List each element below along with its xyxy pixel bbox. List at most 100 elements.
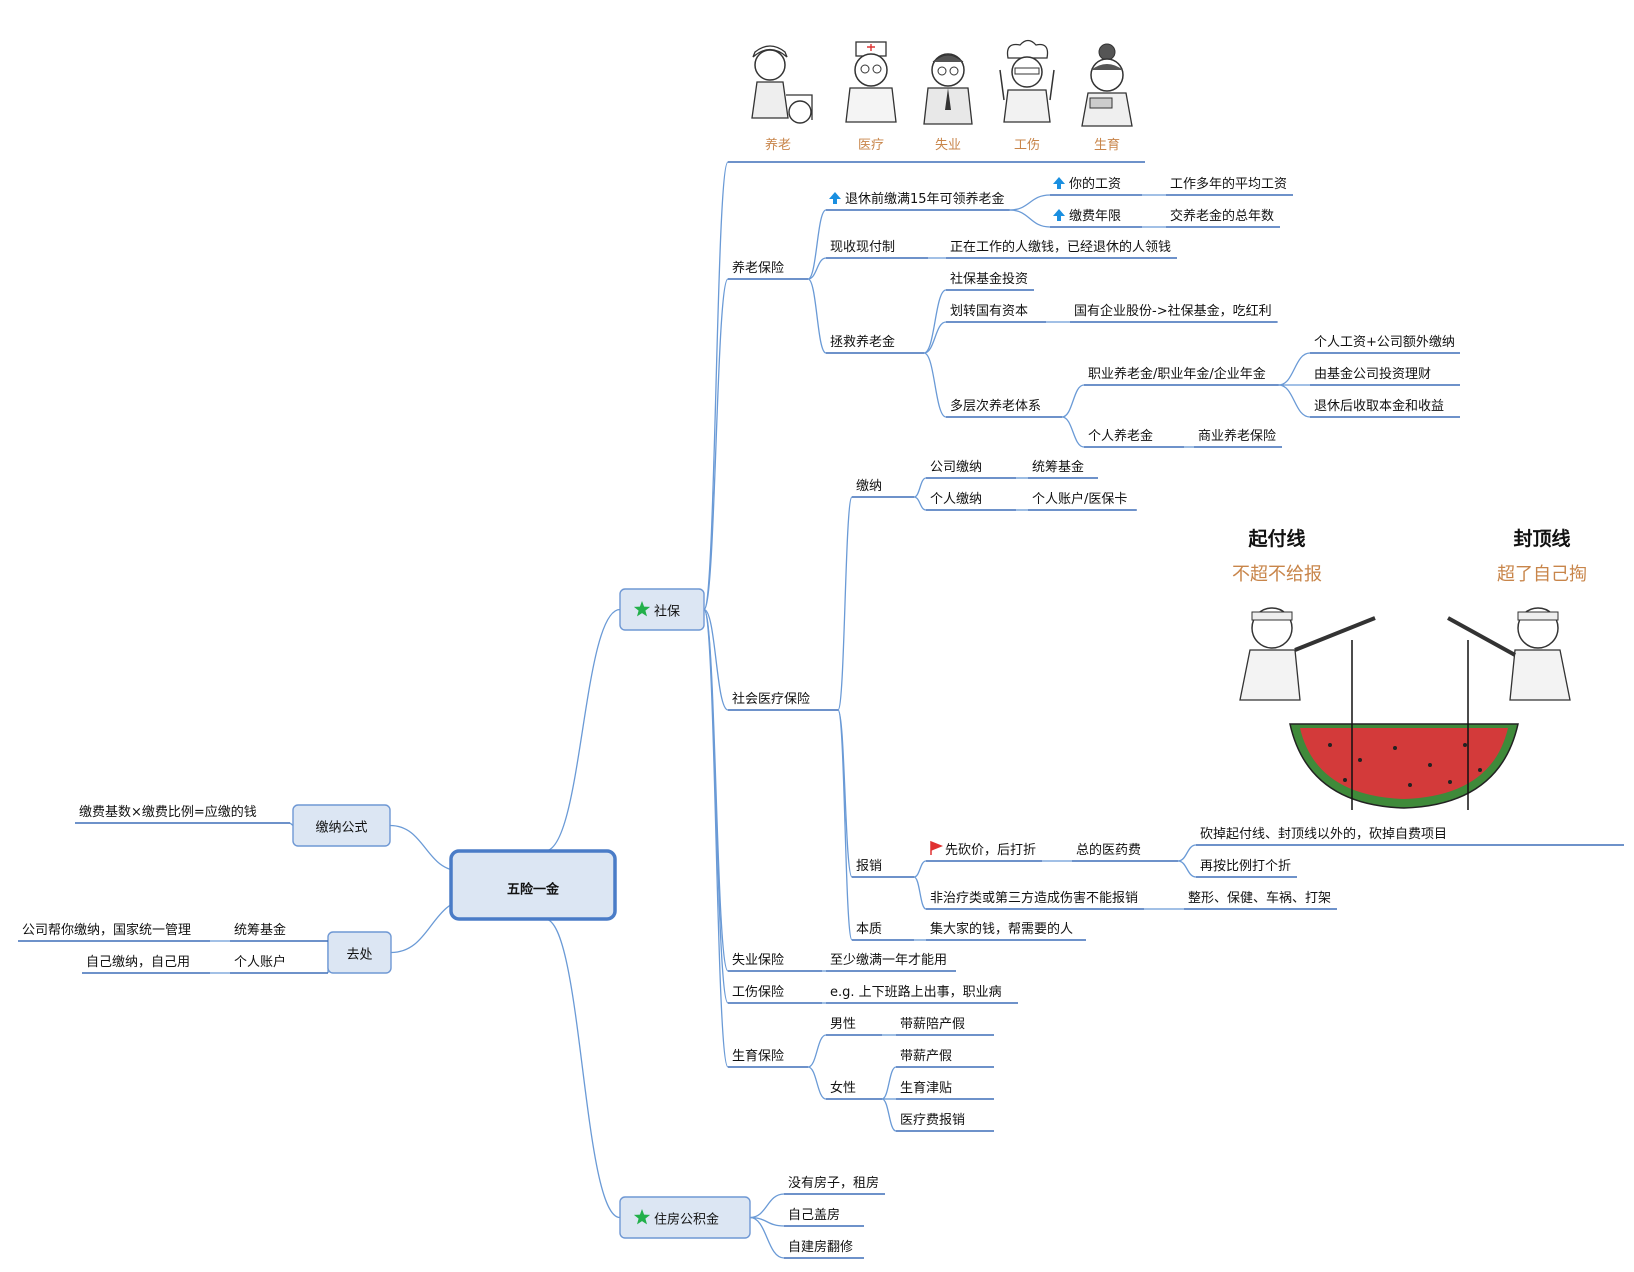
occupational-detail-label: 由基金公司投资理财 (1314, 366, 1431, 382)
cartoon-label: 失业 (935, 138, 961, 153)
occupational-detail[interactable]: 退休后收取本金和收益 (1310, 398, 1460, 418)
payment-party[interactable]: 个人缴纳 (926, 492, 1016, 511)
cost-step-label: 再按比例打个折 (1200, 859, 1291, 874)
social-insurance-topic[interactable]: 社保 (619, 588, 705, 631)
medical-payment[interactable]: 缴纳 (852, 479, 914, 498)
housing-fund-use[interactable]: 没有房子，租房 (784, 1175, 885, 1195)
cost-step[interactable]: 再按比例打个折 (1196, 859, 1297, 878)
maternity-male[interactable]: 男性 (826, 1017, 882, 1036)
retire-factor-detail[interactable]: 交养老金的总年数 (1166, 208, 1280, 228)
non-reimbursable[interactable]: 非治疗类或第三方造成伤害不能报销 (926, 890, 1144, 910)
state-capital-transfer-label: 划转国有资本 (950, 304, 1028, 319)
unemployment-detail[interactable]: 至少缴满一年才能用 (826, 953, 956, 972)
retire-factor-detail[interactable]: 工作多年的平均工资 (1166, 176, 1293, 196)
total-medical-cost[interactable]: 总的医药费 (1072, 842, 1178, 862)
rescue-pension[interactable]: 拯救养老金 (826, 334, 924, 354)
root-topic[interactable]: 五险一金 (449, 849, 617, 921)
maternity-insurance-label: 生育保险 (732, 1048, 784, 1064)
occupational-detail[interactable]: 个人工资+公司额外缴纳 (1310, 335, 1460, 354)
non-reimbursable-examples[interactable]: 整形、保健、车祸、打架 (1184, 890, 1337, 910)
transfer-detail[interactable]: 国有企业股份->社保基金，吃红利 (1070, 303, 1278, 323)
retire-factor-detail-label: 工作多年的平均工资 (1170, 176, 1287, 192)
dest-item[interactable]: 个人账户 (230, 954, 328, 974)
dest-item[interactable]: 统筹基金 (230, 922, 328, 942)
medical-insurance-topic[interactable]: 社会医疗保险 (728, 691, 838, 711)
unemployment-insurance-label: 失业保险 (732, 953, 784, 968)
formula-topic[interactable]: 缴纳公式 (292, 804, 391, 847)
bargain-then-discount[interactable]: 先砍价，后打折 (926, 840, 1042, 862)
paygo-system[interactable]: 现收现付制 (826, 240, 928, 259)
paygo-detail[interactable]: 正在工作的人缴钱，已经退休的人领钱 (946, 239, 1177, 259)
essence[interactable]: 本质 (852, 922, 914, 941)
housing-fund-use-label: 自建房翻修 (788, 1239, 853, 1255)
essence-detail[interactable]: 集大家的钱，帮需要的人 (926, 921, 1086, 941)
male-benefit-label: 带薪陪产假 (900, 1017, 965, 1032)
occupational-detail-label: 个人工资+公司额外缴纳 (1314, 335, 1455, 350)
unemployment-detail-label: 至少缴满一年才能用 (830, 953, 947, 968)
cartoon-label: 医疗 (858, 138, 884, 153)
personal-pension-detail[interactable]: 商业养老保险 (1194, 428, 1282, 448)
unemployment-insurance[interactable]: 失业保险 (728, 953, 822, 972)
social-insurance-topic-label: 社保 (654, 603, 680, 619)
cartoon-unemployed-man (923, 53, 973, 125)
connector (807, 1066, 827, 1100)
injury-insurance[interactable]: 工伤保险 (728, 985, 822, 1004)
transfer-detail-label: 国有企业股份->社保基金，吃红利 (1074, 303, 1272, 319)
retire-factor[interactable]: 缴费年限 (1050, 209, 1142, 228)
payment-destination[interactable]: 个人账户/医保卡 (1028, 491, 1137, 511)
payment-destination[interactable]: 统筹基金 (1028, 459, 1098, 479)
occupational-pension-label: 职业养老金/职业年金/企业年金 (1088, 366, 1266, 382)
deductible-cap-illustration: 起付线 不超不给报 封顶线 超了自己掏 (1232, 527, 1587, 810)
connector (703, 608, 729, 1004)
occupational-detail[interactable]: 由基金公司投资理财 (1310, 366, 1460, 386)
connector (1061, 416, 1085, 448)
retire-condition[interactable]: 退休前缴满15年可领养老金 (826, 191, 1010, 211)
occupational-pension[interactable]: 职业养老金/职业年金/企业年金 (1084, 366, 1279, 386)
root-topic-box (449, 849, 617, 921)
payment-party[interactable]: 公司缴纳 (926, 460, 1016, 479)
start-line-subtitle: 不超不给报 (1232, 564, 1322, 585)
star-icon (633, 601, 651, 617)
fund-investment-label: 社保基金投资 (950, 271, 1028, 287)
injury-detail[interactable]: e.g. 上下班路上出事，职业病 (826, 984, 1018, 1004)
injury-detail-label: e.g. 上下班路上出事，职业病 (830, 984, 1002, 1000)
pension-topic[interactable]: 养老保险 (728, 260, 808, 280)
maternity-female[interactable]: 女性 (826, 1080, 882, 1100)
female-benefit[interactable]: 生育津贴 (896, 1080, 994, 1100)
male-benefit[interactable]: 带薪陪产假 (896, 1017, 994, 1036)
housing-fund-topic[interactable]: 住房公积金 (619, 1196, 751, 1239)
multi-level-pension[interactable]: 多层次养老体系 (946, 398, 1062, 418)
payment-destination-label: 个人账户/医保卡 (1032, 491, 1127, 507)
fund-investment[interactable]: 社保基金投资 (946, 271, 1034, 291)
connector (837, 709, 853, 941)
dest-item-detail-label: 自己缴纳，自己用 (86, 955, 190, 970)
cartoon-injured-cook (999, 39, 1055, 123)
reimbursement[interactable]: 报销 (852, 859, 914, 878)
maternity-insurance[interactable]: 生育保险 (728, 1048, 808, 1068)
destination-topic[interactable]: 去处 (327, 931, 392, 974)
housing-fund-use[interactable]: 自己盖房 (784, 1207, 864, 1227)
connector (837, 709, 853, 878)
dest-item-detail[interactable]: 公司帮你缴纳，国家统一管理 (18, 922, 210, 942)
connector (544, 918, 621, 1219)
retire-factor[interactable]: 你的工资 (1050, 176, 1142, 196)
dest-item-detail[interactable]: 自己缴纳，自己用 (82, 955, 210, 974)
medical-payment-label: 缴纳 (856, 479, 882, 494)
female-benefit[interactable]: 医疗费报销 (896, 1113, 994, 1132)
female-benefit[interactable]: 带薪产假 (896, 1049, 994, 1068)
state-capital-transfer[interactable]: 划转国有资本 (946, 304, 1046, 323)
personal-pension[interactable]: 个人养老金 (1084, 428, 1184, 448)
connector (1009, 209, 1051, 228)
connector (1278, 384, 1311, 418)
non-reimbursable-label: 非治疗类或第三方造成伤害不能报销 (930, 890, 1138, 906)
payment-party-label: 个人缴纳 (930, 492, 982, 507)
female-benefit-label: 医疗费报销 (900, 1113, 965, 1128)
cartoon-strip: 养老 医疗 失业 工伤 生育 (751, 39, 1133, 153)
connector (807, 209, 827, 280)
housing-fund-use[interactable]: 自建房翻修 (784, 1239, 864, 1259)
retire-factor-label: 缴费年限 (1069, 209, 1121, 224)
cost-step[interactable]: 砍掉起付线、封顶线以外的，砍掉自费项目 (1196, 826, 1624, 846)
retire-factor-label: 你的工资 (1069, 176, 1121, 192)
up-arrow-icon (829, 192, 841, 204)
formula-detail[interactable]: 缴费基数×缴费比例=应缴的钱 (75, 804, 290, 824)
